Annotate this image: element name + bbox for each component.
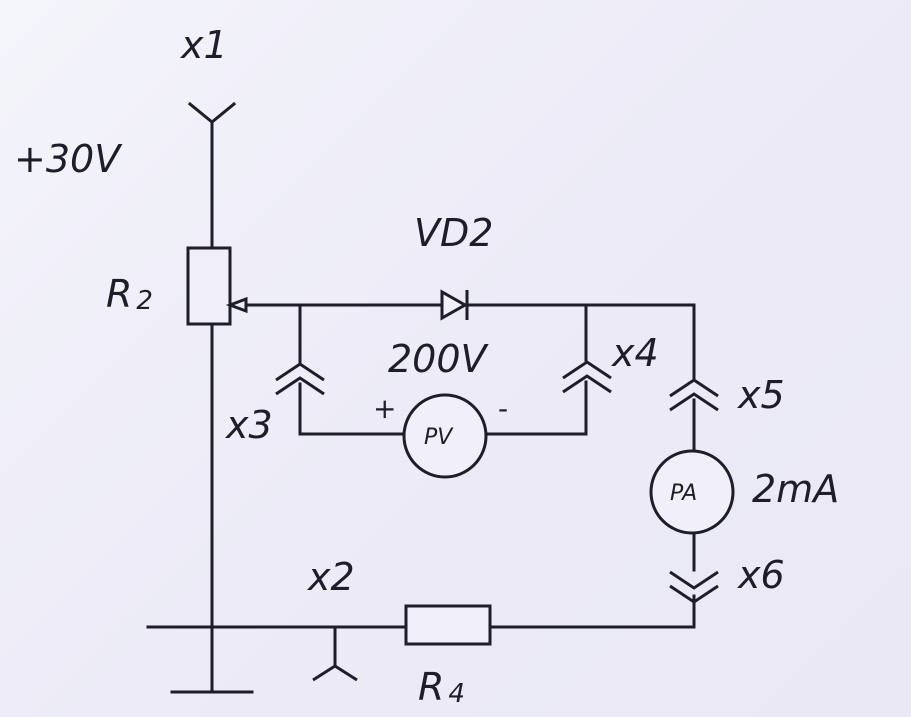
label-x1: x1 xyxy=(180,23,228,67)
label-x4: x4 xyxy=(611,331,659,375)
label-r4-sub: 4 xyxy=(448,679,465,709)
connector-x4 xyxy=(562,360,612,394)
label-x2: x2 xyxy=(307,555,355,599)
label-x3: x3 xyxy=(225,403,273,447)
connector-x3 xyxy=(275,362,325,396)
voltmeter-pv xyxy=(402,393,488,479)
label-vd2: VD2 xyxy=(414,211,493,255)
connector-x1 xyxy=(187,101,237,124)
label-pa: PA xyxy=(670,481,697,506)
potentiometer-r2 xyxy=(186,246,248,326)
ammeter-pa xyxy=(649,449,735,535)
label-x6: x6 xyxy=(737,553,785,597)
connector-x5 xyxy=(669,378,719,412)
label-minus: - xyxy=(498,392,508,425)
label-x5: x5 xyxy=(737,373,785,417)
label-ammeter-range: 2mA xyxy=(752,467,839,511)
label-supply: +30V xyxy=(14,137,123,181)
connector-x2 xyxy=(312,627,358,682)
label-voltmeter-range: 200V xyxy=(388,337,490,381)
label-pv: PV xyxy=(424,425,454,450)
label-plus: + xyxy=(373,392,396,425)
resistor-r4 xyxy=(404,604,492,646)
label-r2-sub: 2 xyxy=(136,286,153,316)
diode-vd2 xyxy=(440,289,469,321)
